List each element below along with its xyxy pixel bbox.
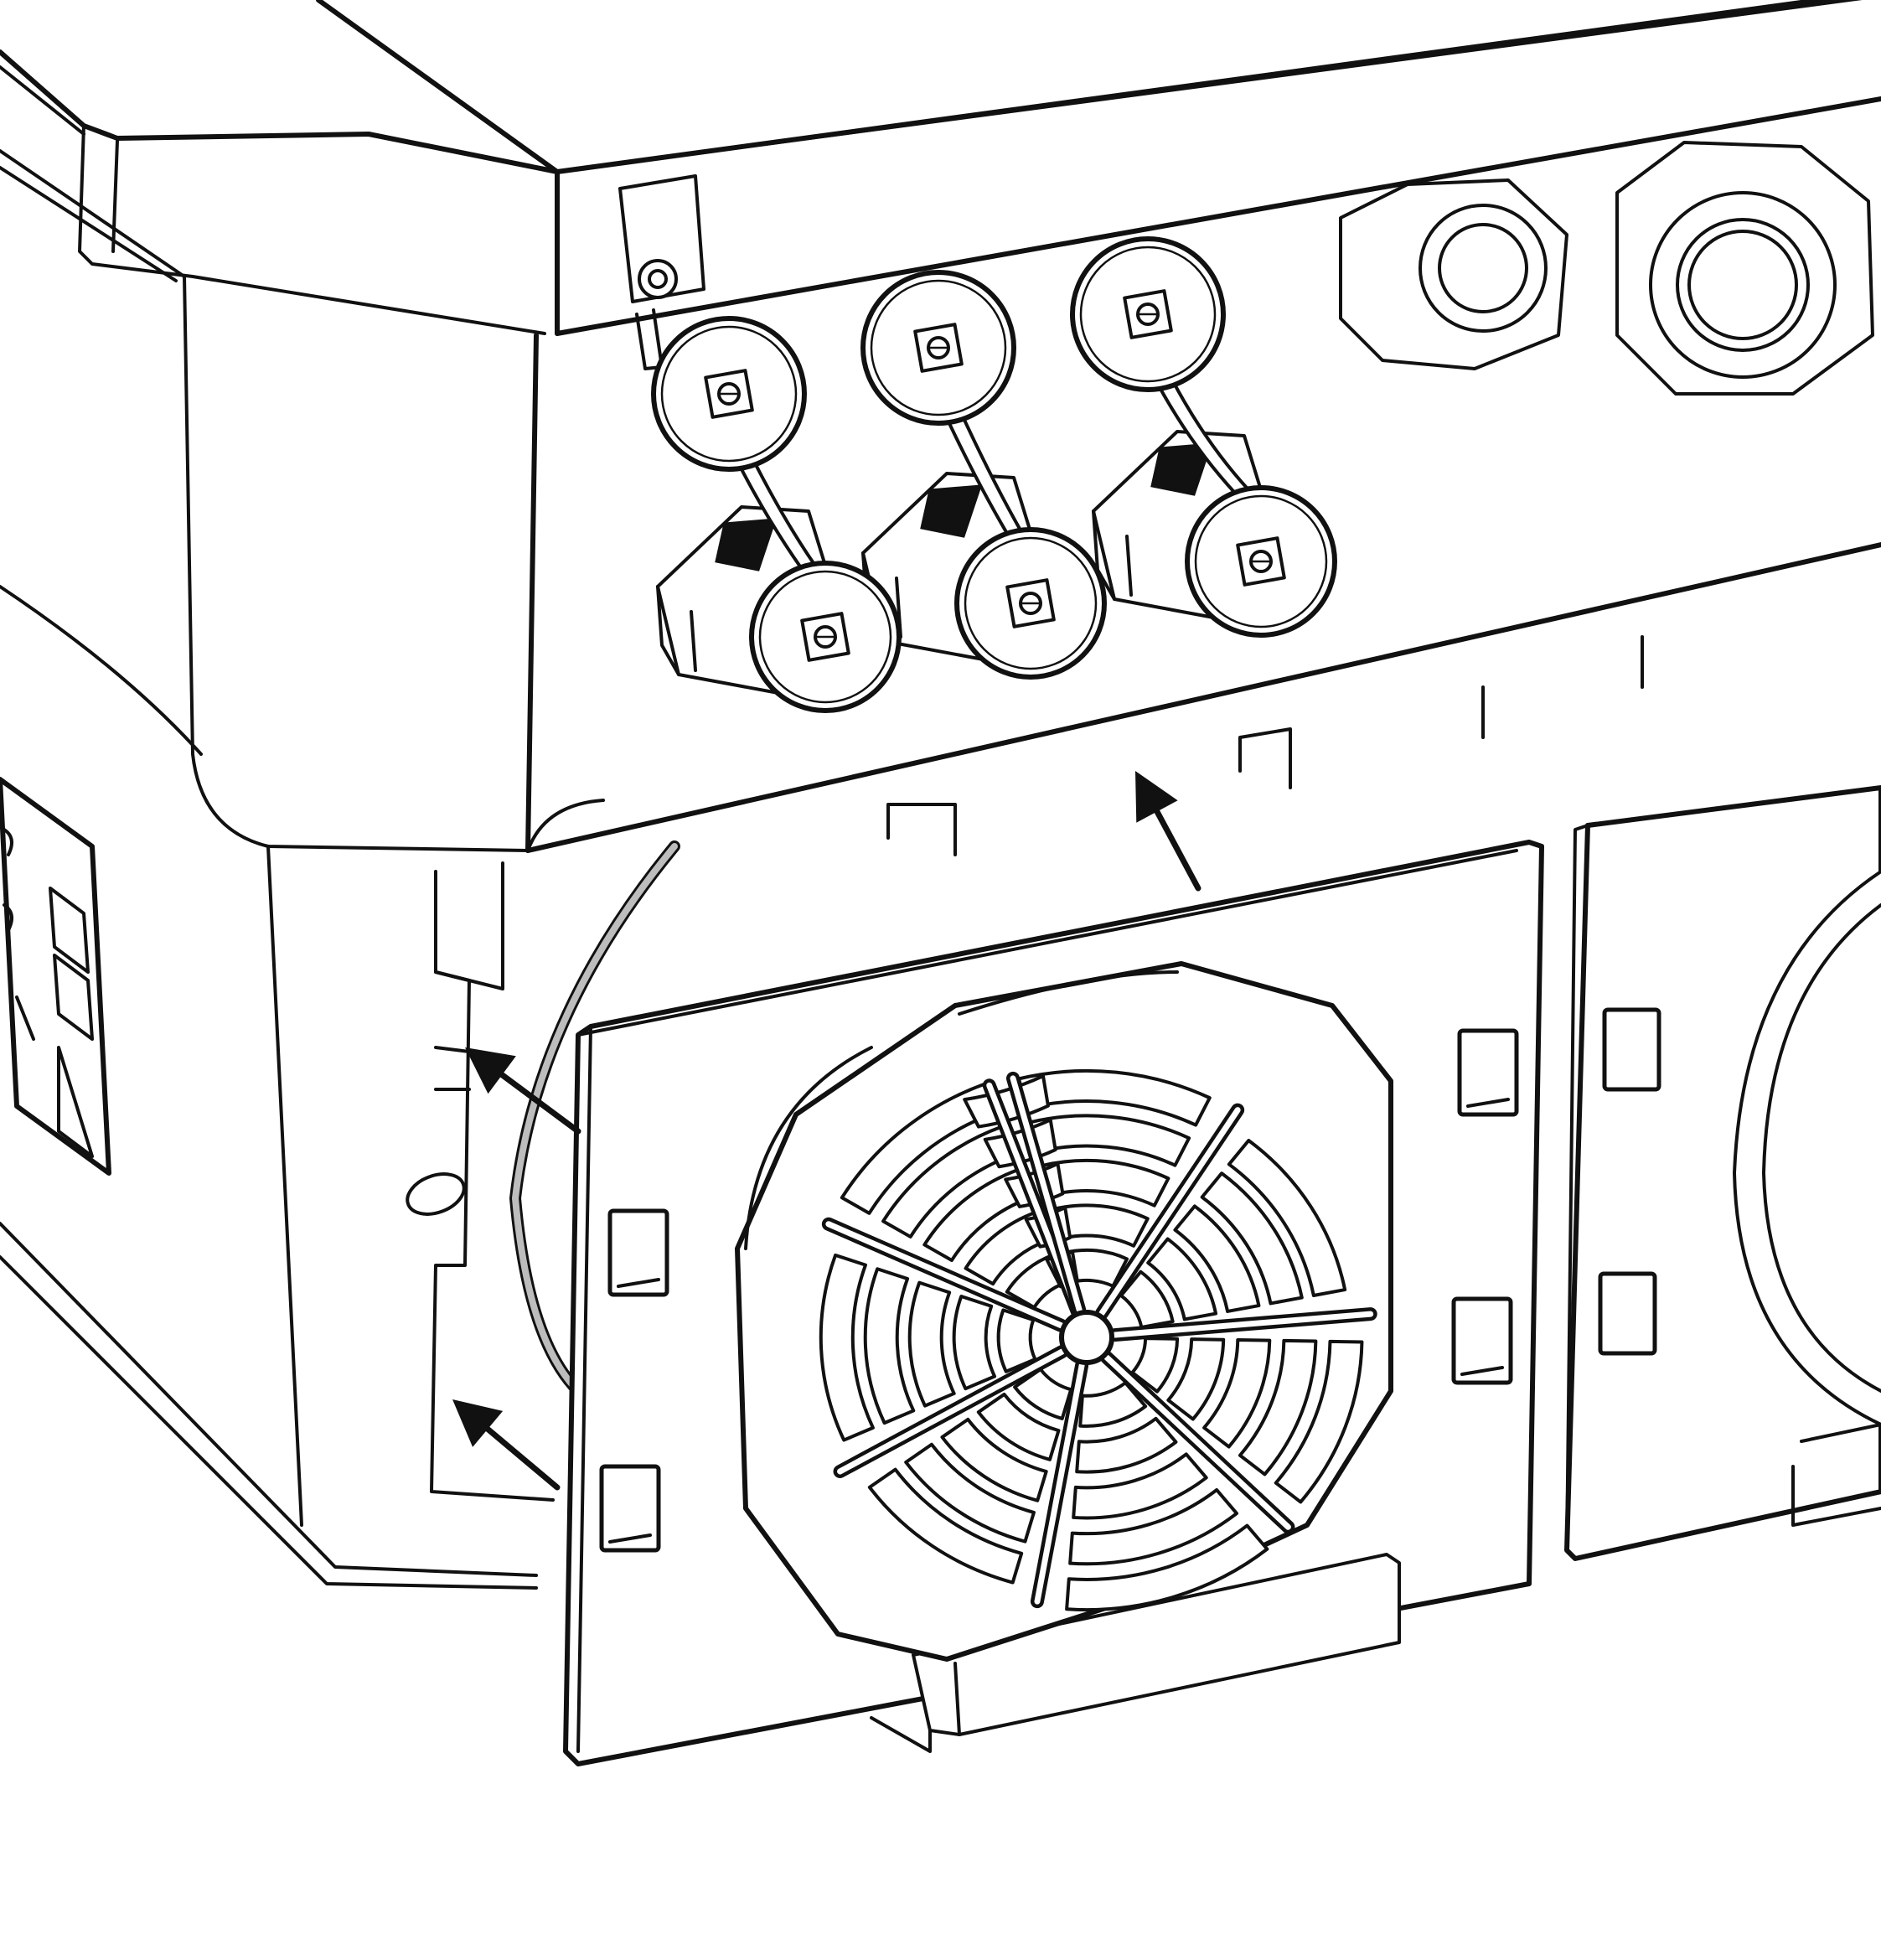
grille-rib [1166,1337,1226,1421]
grille-rib [863,1267,916,1425]
grille-rib [904,1442,1036,1544]
grille-rib [1017,1068,1212,1127]
clip-slot [1451,1296,1513,1385]
direction-arrow [1135,771,1201,892]
direction-arrow [452,1399,561,1491]
grille-rib [1200,1171,1304,1306]
grille-rib [819,1253,875,1442]
grille-rib [1028,1114,1191,1167]
grille-rib [1065,1523,1269,1612]
grille-spokes [821,1071,1377,1609]
dc-plug-cap [954,527,1107,680]
grille-rib [1051,1203,1150,1248]
grille-hub [1059,1310,1114,1365]
grille-rib [1238,1338,1318,1476]
direction-arrow [465,1047,581,1135]
grille-rib [1274,1339,1364,1504]
inverter-housing [0,0,1881,1590]
dc-connectors [651,236,1337,713]
insertion-arrows [452,771,1201,1491]
dc-plug-cap [749,561,902,713]
grille-rib [940,1417,1048,1502]
grille-rib [1202,1337,1272,1449]
dc-connector-cap [651,316,807,472]
dc-connector-cap [1070,236,1226,392]
cable-glands [1339,141,1874,396]
lid-hinge [618,174,705,370]
fan-grille [735,961,1393,1662]
grille-rib [996,1308,1037,1373]
grille-rib [1227,1138,1347,1297]
dc-plug-cap [1185,485,1337,638]
clip-slot [1457,1028,1519,1117]
warning-label-panel [0,777,111,1176]
grille-rib [1072,1452,1208,1520]
grille-ribs [819,1068,1364,1612]
grille-rib [1068,1487,1239,1566]
grille-rib [1040,1158,1170,1208]
fan-cover-right [1564,785,1881,1561]
grille-rib [1013,1368,1073,1420]
grille-rib [1130,1337,1180,1394]
clip-slot [599,1464,661,1553]
grey-cable [509,840,680,1397]
grille-rib [1173,1204,1261,1313]
grille-rib [976,1392,1061,1461]
grille-rib [1075,1416,1178,1474]
dc-connector-cap [860,270,1016,426]
grille-rib [1062,1248,1129,1288]
grille-rib [867,1467,1024,1585]
grille-rib [1119,1270,1175,1329]
grille-rib [952,1295,997,1391]
grille-rib [907,1280,956,1408]
grille-rib [1078,1381,1148,1428]
grille-rib [1146,1237,1218,1321]
clip-slot [607,1208,669,1297]
